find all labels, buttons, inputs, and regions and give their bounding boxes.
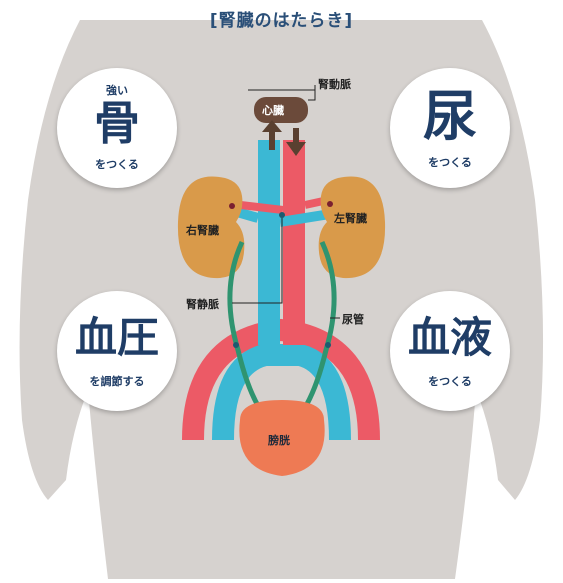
- label-bladder: 膀胱: [268, 434, 290, 447]
- left-kidney-shape: [318, 176, 386, 279]
- label-renal-vein: 腎静脈: [186, 298, 219, 311]
- function-bone: 強い 骨 をつくる: [57, 68, 177, 188]
- label-ureter: 尿管: [342, 313, 364, 326]
- dot-ureter-r: [233, 342, 239, 348]
- vein-trunk: [258, 140, 280, 345]
- renal-vein-branch-left: [279, 209, 331, 227]
- artery-trunk: [283, 140, 305, 345]
- label-left-kidney: 左腎臓: [334, 212, 367, 225]
- heart-shape: [254, 97, 308, 123]
- label-right-kidney: 右腎臓: [186, 224, 219, 237]
- label-heart: 心臓: [262, 104, 284, 117]
- function-blood-pressure: 血圧 を調節する: [57, 291, 177, 411]
- right-kidney-shape: [177, 176, 245, 279]
- aorta-arch: [182, 318, 380, 441]
- function-urine: 尿 をつくる: [390, 68, 510, 188]
- dot-vein: [279, 212, 285, 218]
- renal-vein-pointer: [232, 215, 283, 304]
- bone-prefix: 強い: [106, 84, 128, 97]
- dot-right: [229, 203, 235, 209]
- diagram-title: [腎臓のはたらき]: [209, 11, 354, 31]
- blood-main: 血液: [407, 313, 492, 362]
- blood-suffix: をつくる: [428, 375, 472, 388]
- urine-main: 尿: [423, 85, 477, 148]
- blood-pressure-main: 血圧: [74, 313, 159, 362]
- vena-cava-arch: [212, 344, 351, 441]
- blood-pressure-suffix: を調節する: [89, 375, 145, 388]
- bone-suffix: をつくる: [95, 158, 139, 171]
- function-blood: 血液 をつくる: [390, 291, 510, 411]
- urine-suffix: をつくる: [428, 156, 472, 169]
- arrow-down: [286, 128, 306, 156]
- dot-left: [327, 201, 333, 207]
- arrow-up: [262, 120, 282, 150]
- bladder-shape: [239, 400, 325, 476]
- label-renal-artery: 腎動脈: [318, 78, 351, 91]
- dot-ureter-l: [325, 342, 331, 348]
- bone-main: 骨: [94, 96, 140, 150]
